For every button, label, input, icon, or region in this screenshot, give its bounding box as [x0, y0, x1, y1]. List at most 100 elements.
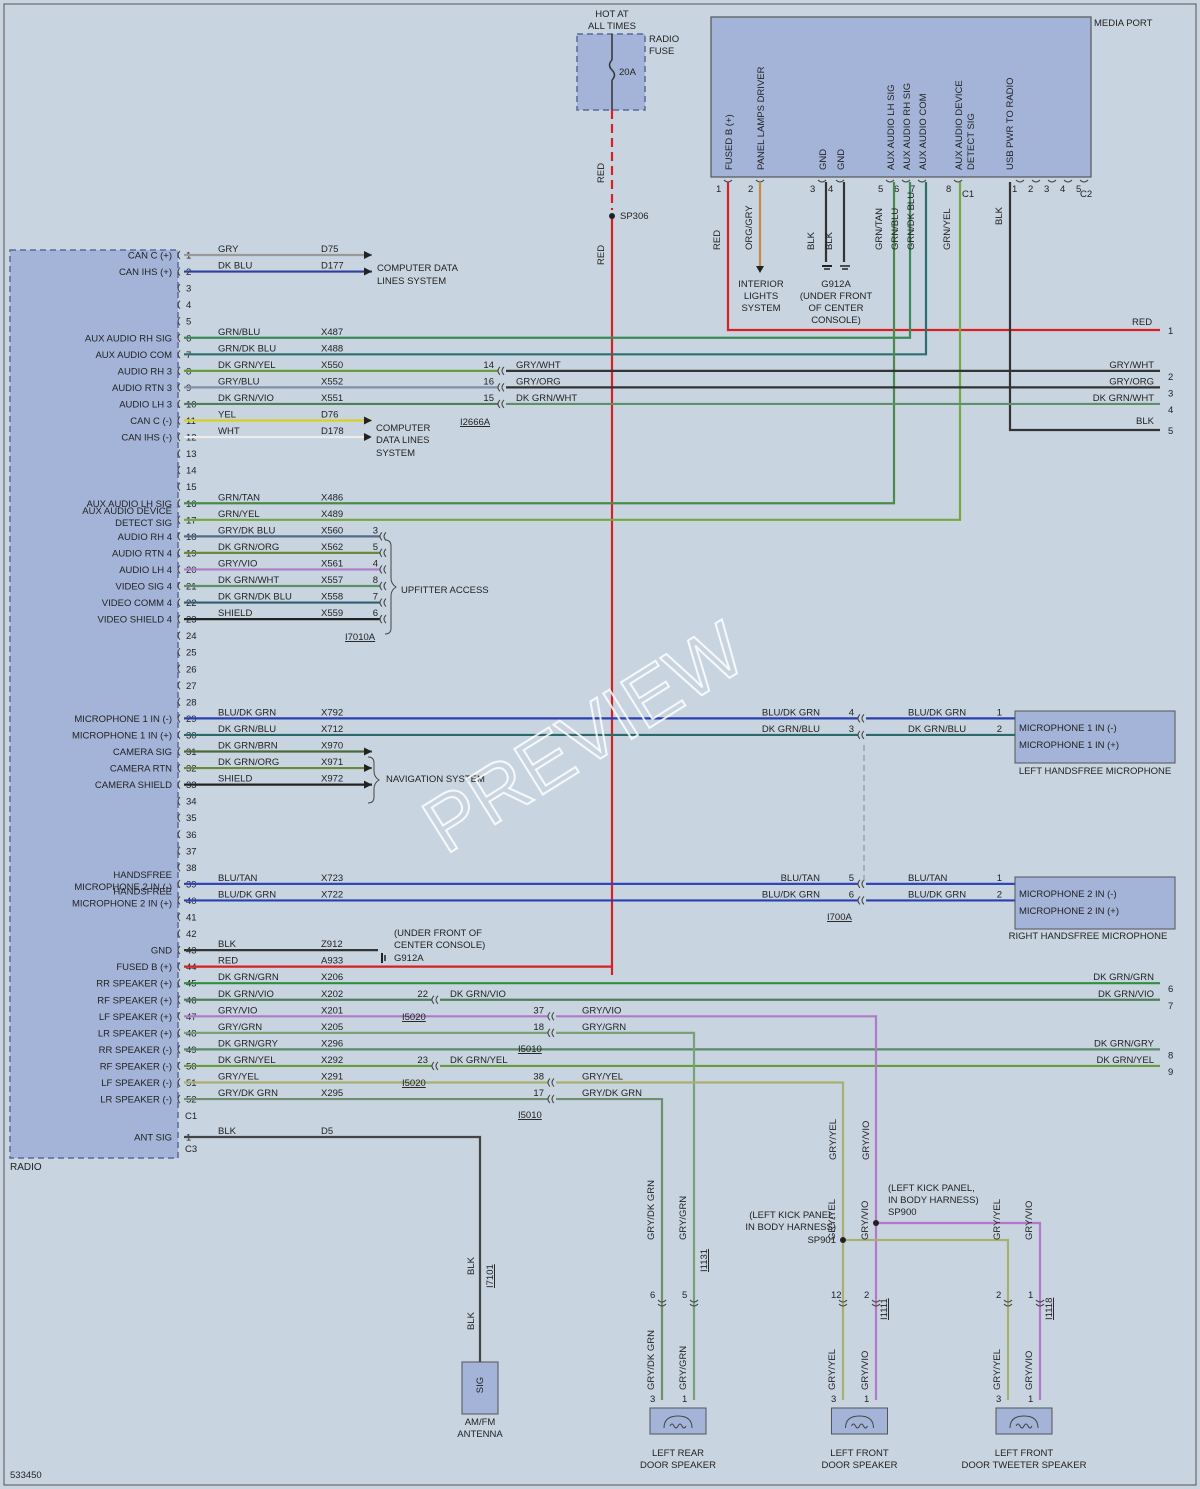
aux-out-color-8: GRY/WHT — [516, 360, 561, 371]
right-mic-pin1-label: MICROPHONE 2 IN (-) — [1019, 889, 1117, 900]
radio-pin-52-circuit: X295 — [321, 1088, 343, 1099]
radio-pin-46-color: DK GRN/VIO — [218, 989, 274, 1000]
radio-pin-22-label: VIDEO COMM 4 — [102, 598, 172, 609]
upfitter-label: UPFITTER ACCESS — [401, 585, 489, 596]
radio-pin-1-socket — [177, 250, 181, 260]
left-mic-pin2-label: MICROPHONE 1 IN (+) — [1019, 740, 1119, 751]
fuse-name-1: RADIO — [649, 34, 679, 45]
radio-pin-48-circuit: X205 — [321, 1022, 343, 1033]
wire-tweeter-yel — [843, 1238, 1010, 1400]
radio-pin-39-circuit: X723 — [321, 873, 343, 884]
radio-ant-color: BLK — [218, 1126, 237, 1137]
radio-pin-24-socket — [177, 631, 181, 641]
media-pin-3-label: GND — [818, 149, 829, 170]
radio-pin-26-socket — [177, 664, 181, 674]
right-aux-color-10: DK GRN/WHT — [1093, 393, 1154, 404]
i2666a-conn-9 — [497, 383, 505, 392]
fuse-name-2: FUSE — [649, 46, 674, 57]
sp900-line3: SP900 — [888, 1207, 917, 1218]
outer-border — [3, 3, 1197, 1486]
spk2-w1-bot: GRY/YEL — [992, 1349, 1003, 1390]
radio-pin-9-socket — [177, 383, 181, 392]
sp901-line1: (LEFT KICK PANEL, — [749, 1210, 836, 1221]
radio-pin-46-circuit: X202 — [321, 989, 343, 1000]
radio-pin-7-label: AUX AUDIO COM — [95, 350, 172, 361]
left-mic-name: LEFT HANDSFREE MICROPHONE — [1019, 766, 1171, 777]
usb-wire-color: BLK — [994, 206, 1005, 225]
upfitter-cav-21: 8 — [373, 575, 378, 586]
radio-pin-39-label2: MICROPHONE 2 IN (-) — [74, 882, 172, 893]
radio-pin-42-socket — [177, 929, 181, 938]
upfitter-cav-22: 7 — [373, 592, 378, 603]
media-pin-3-wire: BLK — [806, 231, 817, 250]
i2666a-conn-10 — [497, 399, 505, 409]
sp900-line2: IN BODY HARNESS) — [888, 1195, 979, 1206]
radio-pin-34-socket — [177, 796, 181, 806]
usb-pin-4-socket — [1063, 179, 1073, 183]
i5010-cav-48: 18 — [533, 1022, 544, 1033]
computer-data-b3: SYSTEM — [376, 448, 415, 459]
computer-data-b-arrow-11-icon — [364, 416, 372, 425]
spk1-c2: 2 — [864, 1290, 869, 1301]
i2666a-cav-9: 16 — [483, 376, 494, 387]
gnd-radio-1: (UNDER FRONT OF — [394, 928, 482, 939]
radio-label: RADIO — [10, 1162, 42, 1173]
speaker-1-name-1: LEFT FRONT — [830, 1448, 889, 1459]
computer-data-b-arrow-12-icon — [364, 433, 372, 442]
radio-pin-31-color: DK GRN/BRN — [218, 741, 278, 752]
radio-pin-11-socket — [177, 416, 181, 425]
computer-data-arrow-2-icon — [364, 267, 372, 276]
gnd-radio-2: CENTER CONSOLE) — [394, 940, 485, 951]
radio-pin-40-label2: MICROPHONE 2 IN (+) — [72, 898, 172, 909]
radio-pin-7-color: GRN/DK BLU — [218, 343, 276, 354]
radio-pin-14-socket — [177, 465, 181, 475]
radio-pin-16-socket — [177, 498, 181, 508]
navigation-brace — [367, 756, 380, 804]
i5020-color-46: DK GRN/VIO — [450, 989, 506, 1000]
radio-pin-33-label: CAMERA SHIELD — [95, 780, 172, 791]
radio-pin-2-socket — [177, 267, 181, 276]
radio-pin-17-circuit: X489 — [321, 509, 343, 520]
radio-pin-11-label: CAN C (-) — [130, 416, 172, 427]
i1118-label: I1118 — [1044, 1298, 1055, 1320]
interior-label-1: INTERIOR — [738, 279, 784, 290]
radio-pin-39-label: HANDSFREE — [113, 870, 172, 881]
speaker-2 — [995, 1407, 1053, 1435]
radio-pin-9-color: GRY/BLU — [218, 376, 260, 387]
right-aux-pin-2: 2 — [1168, 372, 1173, 383]
i5010-conn-51 — [547, 1078, 555, 1087]
media-pin-4-label: GND — [836, 149, 847, 170]
i5010-color-52: GRY/DK GRN — [582, 1088, 642, 1099]
radio-pin-27: 27 — [186, 681, 197, 692]
speaker-0-cone-icon — [663, 1415, 693, 1429]
radio-pin-9-label: AUDIO RTN 3 — [112, 383, 172, 394]
radio-pin-16-circuit: X486 — [321, 492, 343, 503]
speaker-1 — [831, 1407, 888, 1435]
right-spk-color-46: DK GRN/VIO — [1098, 989, 1154, 1000]
radio-pin-49-circuit: X296 — [321, 1038, 343, 1049]
radio-pin-47-label: LF SPEAKER (+) — [99, 1012, 172, 1023]
left-mic-pin1-label: MICROPHONE 1 IN (-) — [1019, 723, 1117, 734]
right-aux-pin-4: 4 — [1168, 405, 1173, 416]
spk1-pin-b: 1 — [864, 1394, 869, 1405]
mic-pin-40: 2 — [997, 889, 1002, 900]
radio-pin-5: 5 — [186, 317, 191, 328]
upfitter-brace — [384, 539, 397, 635]
media-pin-8: 8 — [946, 184, 951, 195]
i5020-conn-50 — [431, 1061, 439, 1071]
radio-pin-20-circuit: X561 — [321, 558, 343, 569]
radio-pin-52-label: LR SPEAKER (-) — [100, 1095, 172, 1106]
speaker-2-cone-icon — [1009, 1415, 1039, 1429]
radio-pin-23-color: SHIELD — [218, 608, 252, 619]
radio-pin-52-socket — [177, 1094, 181, 1104]
radio-pin-23-socket — [177, 614, 181, 624]
i5020-cav-46: 22 — [417, 989, 428, 1000]
spk2-inline-conn — [1003, 1299, 1045, 1307]
mic-color-a-40: BLU/DK GRN — [762, 889, 820, 900]
radio-pin-10-socket — [177, 399, 181, 409]
mic-conn-39 — [857, 879, 865, 889]
